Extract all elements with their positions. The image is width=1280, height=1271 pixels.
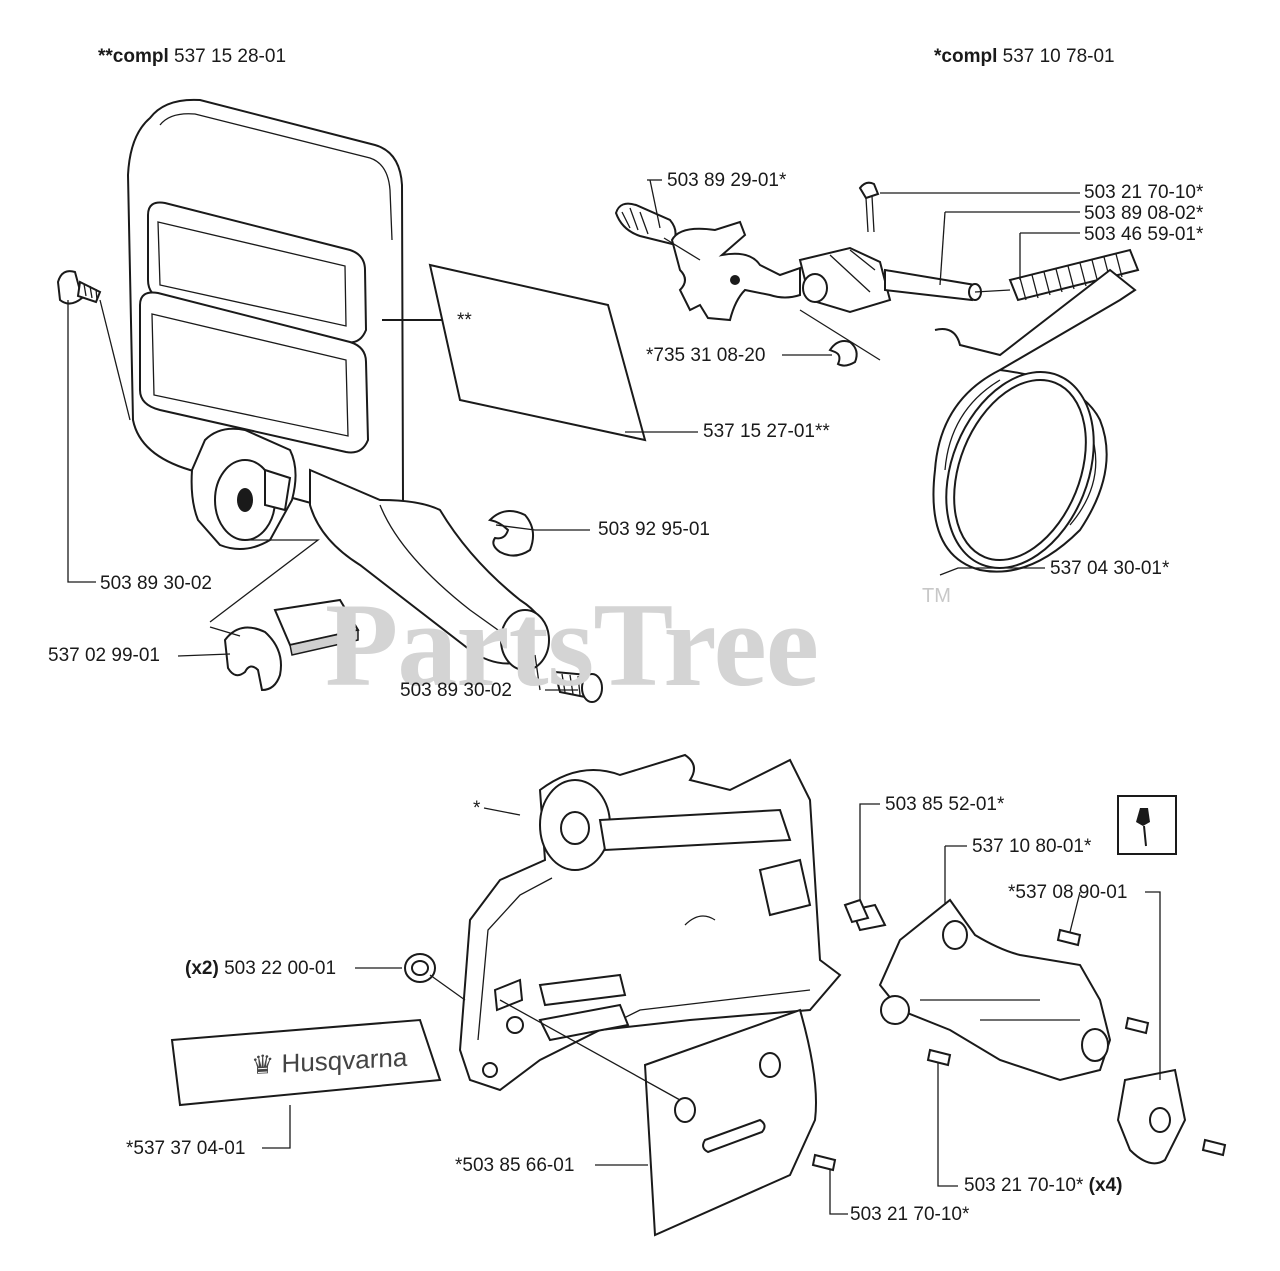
bracket-part [1116, 1068, 1187, 1165]
assembly-chain-brake: *compl 537 10 78-01 [934, 46, 1115, 68]
part-label-537152701[interactable]: 537 15 27-01** [703, 421, 830, 442]
part-label-735310820[interactable]: *735 31 08-20 [646, 345, 766, 366]
part-label-503217010-x4[interactable]: 503 21 70-10* (x4) [964, 1175, 1122, 1197]
cam-part [223, 598, 360, 692]
hand-guard-part [126, 98, 550, 671]
chain-cover-part [458, 753, 842, 1092]
quantity-marker: (x2) [185, 958, 219, 979]
part-label-503855201[interactable]: 503 85 52-01* [885, 794, 1005, 815]
brake-band-part [932, 268, 1137, 573]
part-label-503892901[interactable]: 503 89 29-01* [667, 170, 787, 191]
part-label-537029901[interactable]: 537 02 99-01 [48, 645, 160, 666]
part-label-503890802[interactable]: 503 89 08-02* [1084, 203, 1204, 224]
screw-bottom-part [553, 670, 603, 703]
chain-cover-marker: * [473, 798, 481, 819]
assembly-prefix: **compl [98, 46, 169, 67]
part-label-503217010-top[interactable]: 503 21 70-10* [1084, 182, 1204, 203]
watermark-text: PartsTree [325, 578, 819, 711]
assembly-number: 537 15 28-01 [174, 46, 287, 67]
brake-mechanism-part [614, 181, 1140, 367]
wrench-screwdriver-icon [1117, 795, 1177, 855]
leader-lines [67, 179, 1161, 1215]
assembly-hand-guard: **compl 537 15 28-01 [98, 46, 286, 68]
part-label-503929501[interactable]: 503 92 95-01 [598, 519, 710, 540]
hand-guard-marker: ** [457, 310, 472, 331]
part-label-503465901[interactable]: 503 46 59-01* [1084, 224, 1204, 245]
washer-part [487, 510, 535, 557]
assembly-prefix: *compl [934, 46, 998, 67]
label-sheet-part [428, 263, 647, 442]
part-number: 503 21 70-10* [964, 1175, 1084, 1196]
part-number: 503 22 00-01 [224, 958, 337, 979]
part-label-537089001[interactable]: *537 08 90-01 [1008, 882, 1128, 903]
pin-part [843, 898, 887, 932]
assembly-number: 537 10 78-01 [1002, 46, 1115, 67]
trademark-mark: TM [922, 585, 951, 607]
screw-left-part [56, 270, 102, 305]
part-label-503220001[interactable]: (x2) 503 22 00-01 [185, 958, 336, 980]
quantity-marker: (x4) [1088, 1175, 1123, 1196]
part-label-503856601[interactable]: *503 85 66-01 [455, 1155, 575, 1176]
part-label-537370401[interactable]: *537 37 04-01 [126, 1138, 246, 1159]
decal-part [170, 1018, 442, 1107]
part-label-503893002-bottom[interactable]: 503 89 30-02 [400, 680, 512, 701]
screws-right-part [811, 928, 1227, 1172]
part-label-537043001[interactable]: 537 04 30-01* [1050, 558, 1170, 579]
part-label-503217010-bottom[interactable]: 503 21 70-10* [850, 1204, 970, 1225]
brake-guard-part [878, 898, 1112, 1082]
nut-part [404, 953, 436, 983]
part-label-503893002-left[interactable]: 503 89 30-02 [100, 573, 212, 594]
husqvarna-crown-logo: ♛ [251, 1048, 275, 1081]
guide-plate-part [643, 1008, 817, 1237]
part-label-537108001[interactable]: 537 10 80-01* [972, 836, 1092, 857]
